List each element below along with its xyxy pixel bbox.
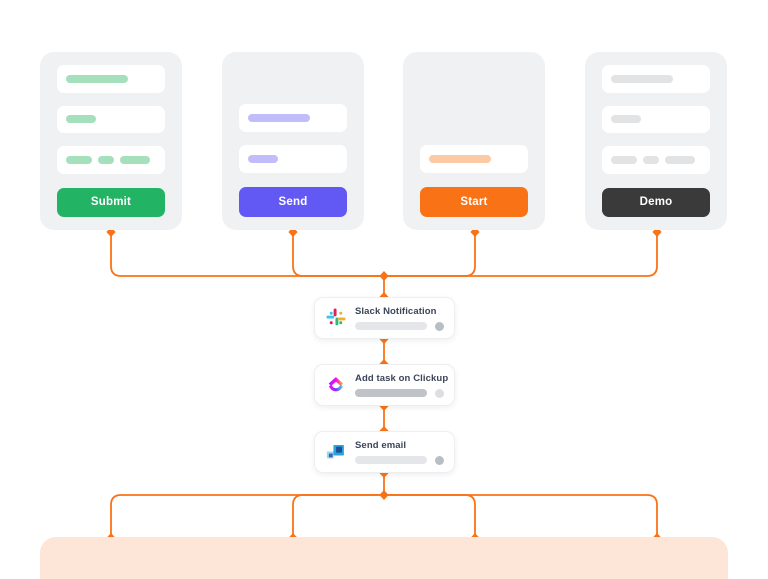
field-placeholder-bar — [429, 155, 491, 163]
demo-button[interactable]: Demo — [602, 187, 710, 217]
field-segment-bar — [120, 155, 150, 164]
node-progress-bar — [355, 456, 427, 464]
submit-form-card[interactable]: Submit — [40, 52, 182, 230]
node-status-dot[interactable] — [435, 388, 444, 398]
clickup-icon — [325, 374, 347, 396]
wire-card3-to-bus — [383, 231, 476, 277]
demo-form-card[interactable]: Demo — [585, 52, 727, 230]
node-status-dot[interactable] — [435, 455, 444, 465]
form-field-short[interactable] — [239, 145, 347, 173]
field-placeholder-bar — [66, 74, 128, 83]
field-segment-bar — [611, 155, 637, 164]
form-field-segments[interactable] — [57, 146, 165, 174]
outlook-email-icon — [325, 441, 347, 463]
wire-fanout-branch2 — [292, 494, 385, 539]
field-placeholder-bar — [248, 155, 278, 163]
node-title: Send email — [355, 439, 407, 451]
wire-fanout-branch1 — [110, 494, 385, 539]
field-segment-bar — [643, 155, 659, 164]
field-segment-bar — [665, 155, 695, 164]
node-status-dot[interactable] — [435, 321, 444, 331]
form-field-long[interactable] — [239, 104, 347, 132]
field-placeholder-bar — [66, 115, 96, 124]
wire-fanout-branch3 — [383, 494, 476, 539]
form-field-short[interactable] — [602, 105, 710, 134]
field-segment-bar — [98, 155, 114, 164]
node-progress-bar — [355, 322, 427, 330]
send-email-node[interactable]: Send email — [314, 431, 455, 473]
submit-button[interactable]: Submit — [57, 187, 165, 217]
slack-notification-node[interactable]: Slack Notification — [314, 297, 455, 339]
send-button[interactable]: Send — [239, 187, 347, 217]
send-form-card[interactable]: Send — [222, 52, 364, 230]
form-field-long[interactable] — [420, 145, 528, 173]
form-field-long[interactable] — [602, 64, 710, 93]
wire-card4-to-bus — [383, 231, 658, 277]
wire-card1-to-bus — [110, 231, 385, 277]
add-task-clickup-node[interactable]: Add task on Clickup — [314, 364, 455, 406]
node-title: Add task on Clickup — [355, 372, 449, 384]
node-progress-bar — [355, 389, 427, 397]
field-placeholder-bar — [611, 74, 673, 83]
start-form-card[interactable]: Start — [403, 52, 545, 230]
wire-card2-to-bus — [292, 231, 385, 277]
wire-fanout-branch4 — [383, 494, 658, 539]
form-field-short[interactable] — [57, 105, 165, 134]
node-title: Slack Notification — [355, 305, 437, 317]
form-field-long[interactable] — [57, 64, 165, 93]
diamond-merge-bus — [379, 271, 389, 281]
start-button[interactable]: Start — [420, 187, 528, 217]
slack-icon — [325, 307, 347, 329]
field-segment-bar — [66, 155, 92, 164]
diamond-fanout-bus — [379, 490, 389, 500]
field-placeholder-bar — [248, 114, 310, 122]
destination-panel — [40, 537, 728, 579]
field-placeholder-bar — [611, 115, 641, 124]
form-field-segments[interactable] — [602, 146, 710, 174]
